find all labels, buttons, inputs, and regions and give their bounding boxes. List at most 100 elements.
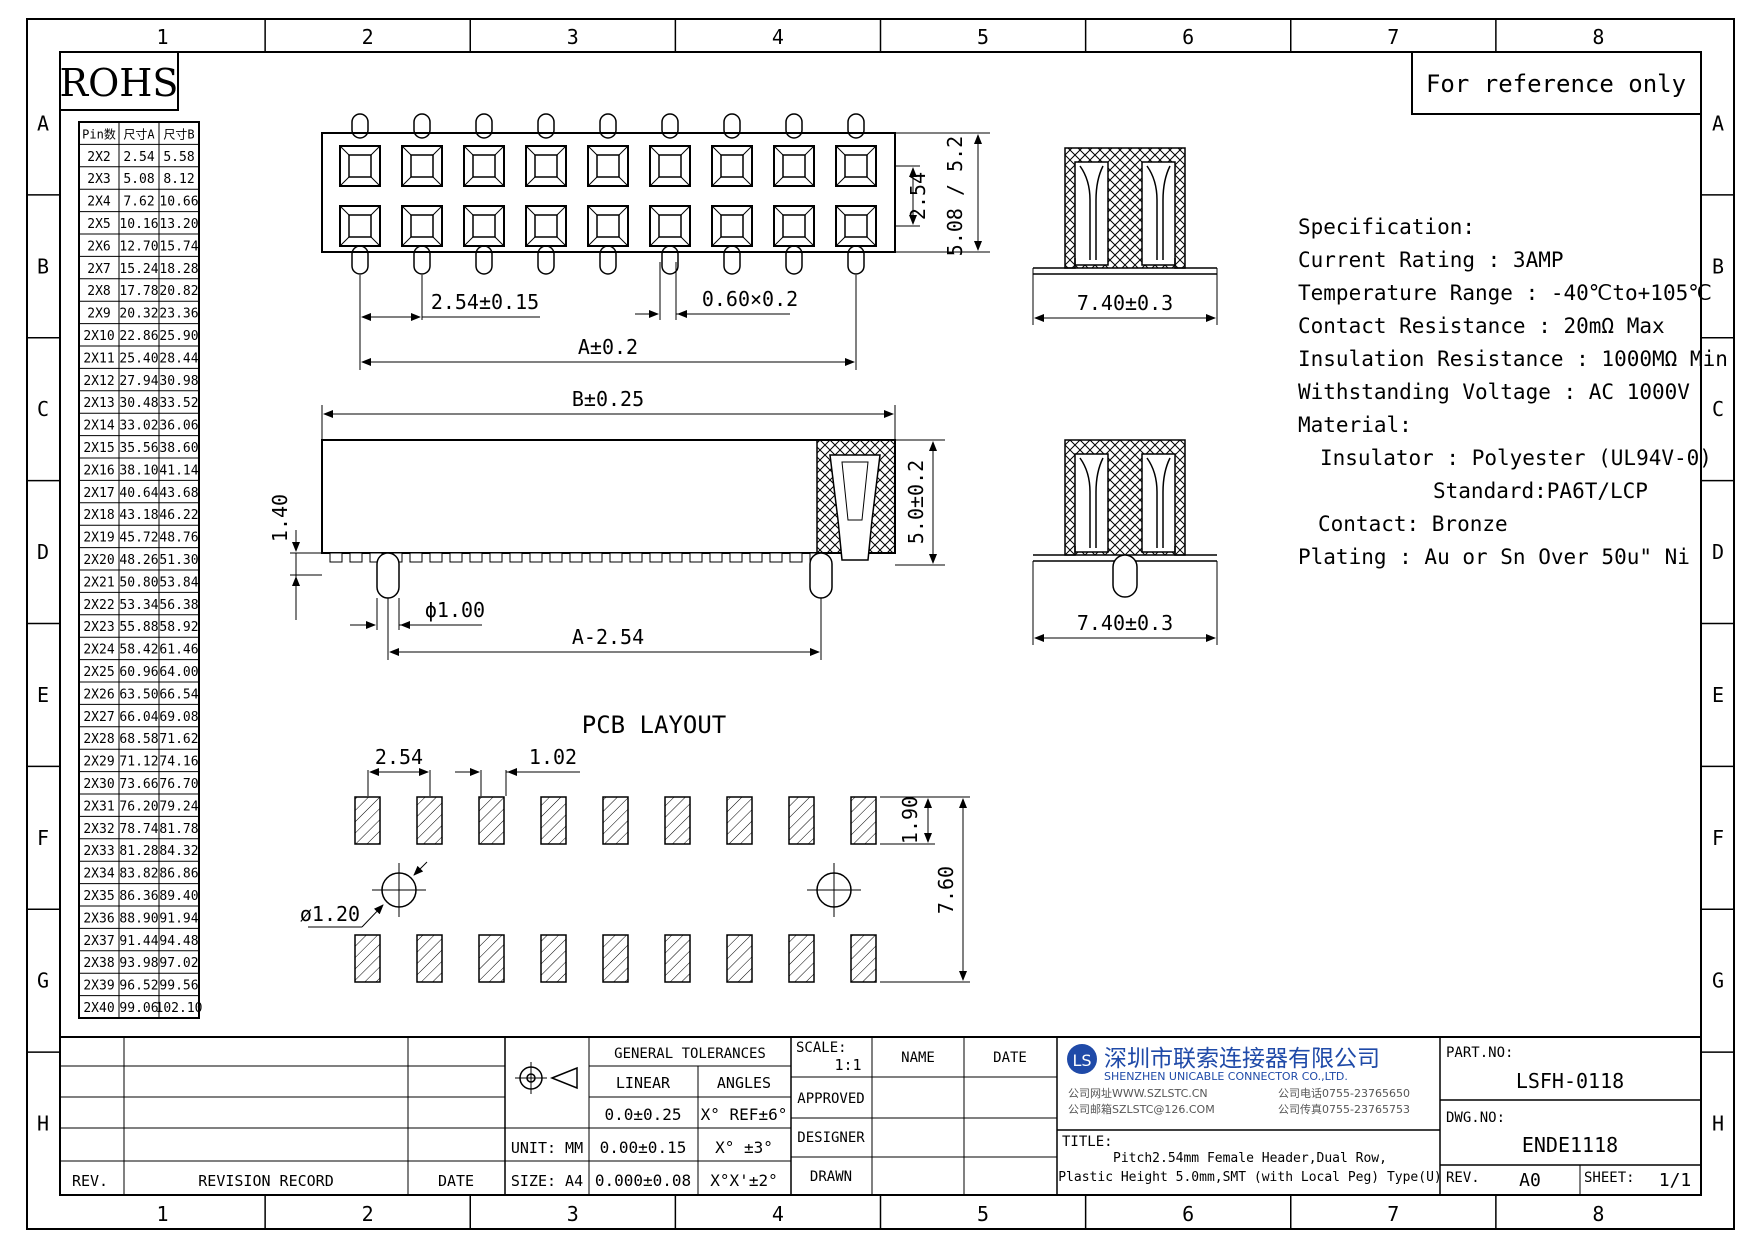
pin-table-header: Pin数 bbox=[82, 126, 116, 141]
pin-table-cell: 27.94 bbox=[119, 374, 158, 389]
pin-table-cell: 74.16 bbox=[159, 755, 198, 770]
pin-table-cell: 2X36 bbox=[83, 911, 114, 926]
side-view-2: 7.40±0.3 bbox=[1032, 439, 1218, 645]
pin-table-cell: 2.54 bbox=[123, 150, 154, 165]
pin-table-cell: 76.20 bbox=[119, 799, 158, 814]
pin-table-cell: 91.94 bbox=[159, 911, 198, 926]
drawing-number: ENDE1118 bbox=[1522, 1133, 1618, 1157]
frame-row-label: A bbox=[1712, 111, 1724, 135]
pin-table-cell: 50.80 bbox=[119, 575, 158, 590]
spec-line: Contact: Bronze bbox=[1318, 512, 1508, 536]
top-pin-upper bbox=[413, 113, 431, 139]
pin-table-cell: 81.78 bbox=[159, 822, 198, 837]
sheet-value: 1/1 bbox=[1659, 1170, 1692, 1191]
frame-col-label: 8 bbox=[1592, 25, 1604, 49]
svg-text:公司邮箱SZLSTC@126.COM: 公司邮箱SZLSTC@126.COM bbox=[1068, 1102, 1215, 1116]
side-view-1: 7.40±0.3 bbox=[1032, 147, 1218, 325]
drawing-title-line-2: Plastic Height 5.0mm,SMT (with Local Peg… bbox=[1058, 1170, 1442, 1185]
height-dim: 5.0±0.2 bbox=[904, 460, 928, 544]
contact-cavity bbox=[835, 145, 877, 187]
pin-table-cell: 51.30 bbox=[159, 553, 198, 568]
svg-text:ROHS: ROHS bbox=[60, 61, 179, 105]
spec-line: Insulator : Polyester (UL94V-0) bbox=[1320, 446, 1712, 470]
contact-cavity bbox=[587, 205, 629, 247]
pin-table-cell: 2X23 bbox=[83, 620, 114, 635]
pin-table-cell: 2X5 bbox=[87, 217, 110, 232]
svg-text:For reference only: For reference only bbox=[1426, 70, 1686, 98]
pin-table-cell: 2X34 bbox=[83, 867, 114, 882]
pin-table-cell: 78.74 bbox=[119, 822, 158, 837]
contact-cavity bbox=[463, 145, 505, 187]
pin-table-cell: 2X22 bbox=[83, 598, 114, 613]
drawing-title-line-1: Pitch2.54mm Female Header,Dual Row, bbox=[1113, 1151, 1387, 1166]
spec-line: Plating : Au or Sn Over 50u" Ni bbox=[1298, 545, 1690, 569]
pin-table-cell: 88.90 bbox=[119, 911, 158, 926]
pin-table-cell: 2X14 bbox=[83, 419, 114, 434]
top-pin-lower bbox=[413, 245, 431, 275]
pin-table-cell: 2X13 bbox=[83, 396, 114, 411]
pin-table-cell: 2X7 bbox=[87, 262, 110, 277]
side-width-dim-1: 7.40±0.3 bbox=[1077, 291, 1173, 315]
pin-table-cell: 20.82 bbox=[159, 284, 198, 299]
frame-row-label: H bbox=[1712, 1112, 1724, 1136]
frame-col-label: 7 bbox=[1387, 25, 1399, 49]
pin-table-cell: 12.70 bbox=[119, 239, 158, 254]
svg-text:DRAWN: DRAWN bbox=[810, 1169, 852, 1185]
frame-row-label: D bbox=[37, 540, 49, 564]
svg-text:TITLE:: TITLE: bbox=[1062, 1134, 1113, 1150]
pin-table-cell: 94.48 bbox=[159, 934, 198, 949]
pin-table-cell: 55.88 bbox=[119, 620, 158, 635]
pin-table-cell: 18.28 bbox=[159, 262, 198, 277]
pin-table-cell: 35.56 bbox=[119, 441, 158, 456]
svg-text:SHEET:: SHEET: bbox=[1584, 1170, 1635, 1186]
top-pin-upper bbox=[847, 113, 865, 139]
row-pitch-dim: 2.54 bbox=[906, 172, 930, 220]
pin-table-cell: 91.44 bbox=[119, 934, 158, 949]
pin-table-cell: 99.56 bbox=[159, 979, 198, 994]
contact-cavity bbox=[525, 205, 567, 247]
svg-text:0.00±0.15: 0.00±0.15 bbox=[600, 1138, 687, 1157]
svg-text:0.0±0.25: 0.0±0.25 bbox=[604, 1105, 681, 1124]
pin-table-cell: 63.50 bbox=[119, 687, 158, 702]
pin-table-cell: 2X9 bbox=[87, 307, 110, 322]
spec-line: Standard:PA6T/LCP bbox=[1433, 479, 1648, 503]
peg-diameter-dim: ϕ1.00 bbox=[425, 598, 485, 622]
spec-line: Temperature Range : -40℃to+105℃ bbox=[1298, 281, 1712, 305]
rohs-badge: ROHS bbox=[59, 51, 179, 111]
pin-table-cell: 64.00 bbox=[159, 665, 198, 680]
svg-text:公司传真0755-23765753: 公司传真0755-23765753 bbox=[1278, 1102, 1410, 1116]
pin-table-cell: 2X32 bbox=[83, 822, 114, 837]
svg-text:REV.: REV. bbox=[1446, 1170, 1480, 1186]
pin-table-cell: 38.10 bbox=[119, 463, 158, 478]
pin-table-cell: 8.12 bbox=[163, 172, 194, 187]
pin-table-cell: 45.72 bbox=[119, 531, 158, 546]
frame-col-label: 6 bbox=[1182, 25, 1194, 49]
svg-text:UNIT: MM: UNIT: MM bbox=[511, 1139, 583, 1157]
pin-table-cell: 81.28 bbox=[119, 844, 158, 859]
frame-col-label: 5 bbox=[977, 1202, 989, 1226]
pin-table-cell: 76.70 bbox=[159, 777, 198, 792]
title-block: REV. REVISION RECORD DATE UNIT: MM SIZE:… bbox=[59, 1036, 1702, 1196]
frame-row-label: G bbox=[1712, 969, 1724, 993]
pin-table-cell: 96.52 bbox=[119, 979, 158, 994]
pin-table-cell: 97.02 bbox=[159, 956, 198, 971]
pcb-pad-bottom bbox=[602, 934, 629, 983]
pin-table-cell: 61.46 bbox=[159, 643, 198, 658]
top-pin-upper bbox=[537, 113, 555, 139]
svg-text:PART.NO:: PART.NO: bbox=[1446, 1045, 1513, 1061]
pin-table-cell: 13.20 bbox=[159, 217, 198, 232]
pin-table-cell: 89.40 bbox=[159, 889, 198, 904]
body-width-dim: 5.08 / 5.2 bbox=[943, 136, 967, 256]
pin-table-cell: 2X24 bbox=[83, 643, 114, 658]
pin-table-cell: 10.66 bbox=[159, 195, 198, 210]
frame-row-label: E bbox=[37, 683, 49, 707]
frame-col-label: 7 bbox=[1387, 1202, 1399, 1226]
pcb-pad-bottom bbox=[354, 934, 381, 983]
pin-table-cell: 2X40 bbox=[83, 1001, 114, 1016]
pin-size-dim: 0.60×0.2 bbox=[702, 287, 798, 311]
company-name-cn: 深圳市联索连接器有限公司 bbox=[1104, 1046, 1380, 1072]
company-logo-icon: LS bbox=[1067, 1044, 1097, 1074]
frame-col-label: 8 bbox=[1592, 1202, 1604, 1226]
